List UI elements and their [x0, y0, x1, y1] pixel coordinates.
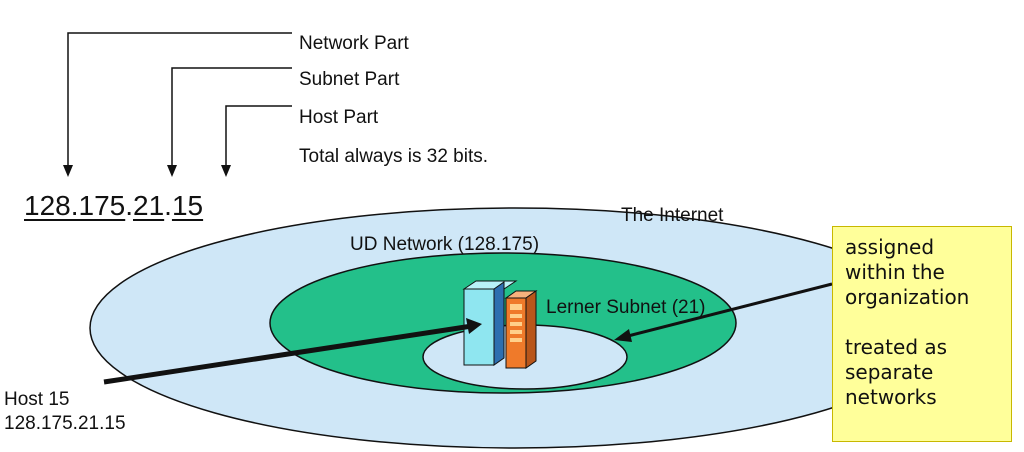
network-part-connector	[67, 32, 292, 172]
host-part-label: Host Part	[299, 107, 379, 128]
ip-subnet-segment: 21	[133, 190, 165, 221]
ip-dot-separator: .	[164, 190, 172, 221]
ip-host-segment: 15	[171, 190, 204, 221]
network-part-label: Network Part	[299, 33, 409, 54]
host-pointer-arrowhead	[466, 318, 482, 334]
host-part-arrowhead	[221, 165, 231, 177]
host-address-label: 128.175.21.15	[4, 413, 126, 434]
lerner-subnet-label: Lerner Subnet (21)	[546, 297, 706, 318]
note-line: treated as	[845, 335, 948, 359]
total-bits-label: Total always is 32 bits.	[299, 146, 489, 167]
network-part-arrowhead	[63, 165, 73, 177]
ip-dot-separator: .	[125, 190, 133, 221]
note-line: networks	[845, 385, 937, 409]
host-pointer-line	[103, 323, 473, 385]
note-pointer-arrowhead	[614, 329, 632, 342]
note-pointer-line	[627, 282, 833, 338]
note-spacer	[845, 310, 999, 335]
subnet-part-label: Subnet Part	[299, 69, 400, 90]
ud-network-label: UD Network (128.175)	[350, 234, 540, 255]
host-name-label: Host 15	[4, 389, 70, 410]
note-line: separate	[845, 360, 934, 384]
note-line: organization	[845, 285, 970, 309]
subnet-part-connector	[171, 67, 292, 172]
ip-address: 128.175.21.15	[24, 190, 203, 222]
note-line: within the	[845, 260, 945, 284]
host-part-connector	[225, 105, 292, 172]
note-line: assigned	[845, 235, 935, 259]
internet-label: The Internet	[621, 205, 724, 226]
ip-network-segment: 128.175	[24, 190, 126, 221]
subnet-part-arrowhead	[167, 165, 177, 177]
callout-note: assigned within the organization treated…	[832, 226, 1012, 442]
